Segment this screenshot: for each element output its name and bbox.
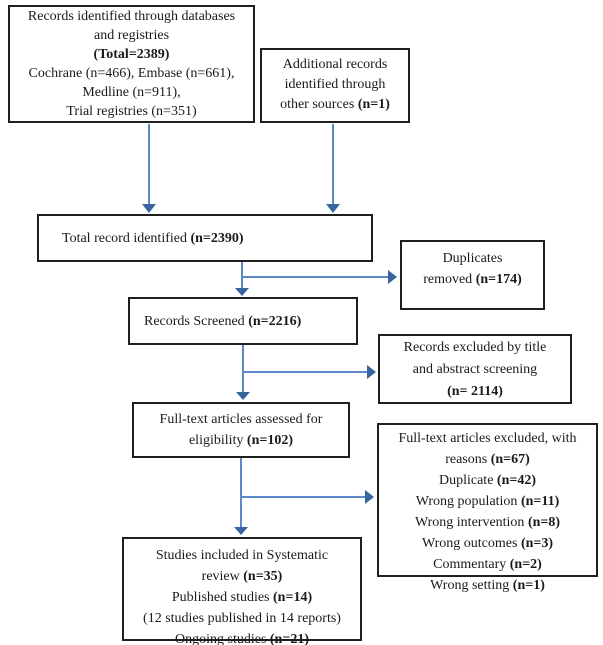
arrow-databases-to-total — [142, 124, 156, 213]
arrow-fulltext-to-excluded — [241, 490, 374, 504]
arrow-total-to-duplicates — [242, 270, 397, 284]
arrow-screened-to-fulltext — [236, 345, 250, 400]
arrow-total-to-screened — [235, 262, 249, 296]
arrow-fulltext-to-included — [234, 458, 248, 535]
arrow-additional-to-total — [326, 124, 340, 213]
box-records-screened: Records Screened (n=2216) — [128, 297, 358, 345]
arrow-screened-to-excluded — [243, 365, 376, 379]
box-total-records-identified: Total record identified (n=2390) — [37, 214, 373, 262]
